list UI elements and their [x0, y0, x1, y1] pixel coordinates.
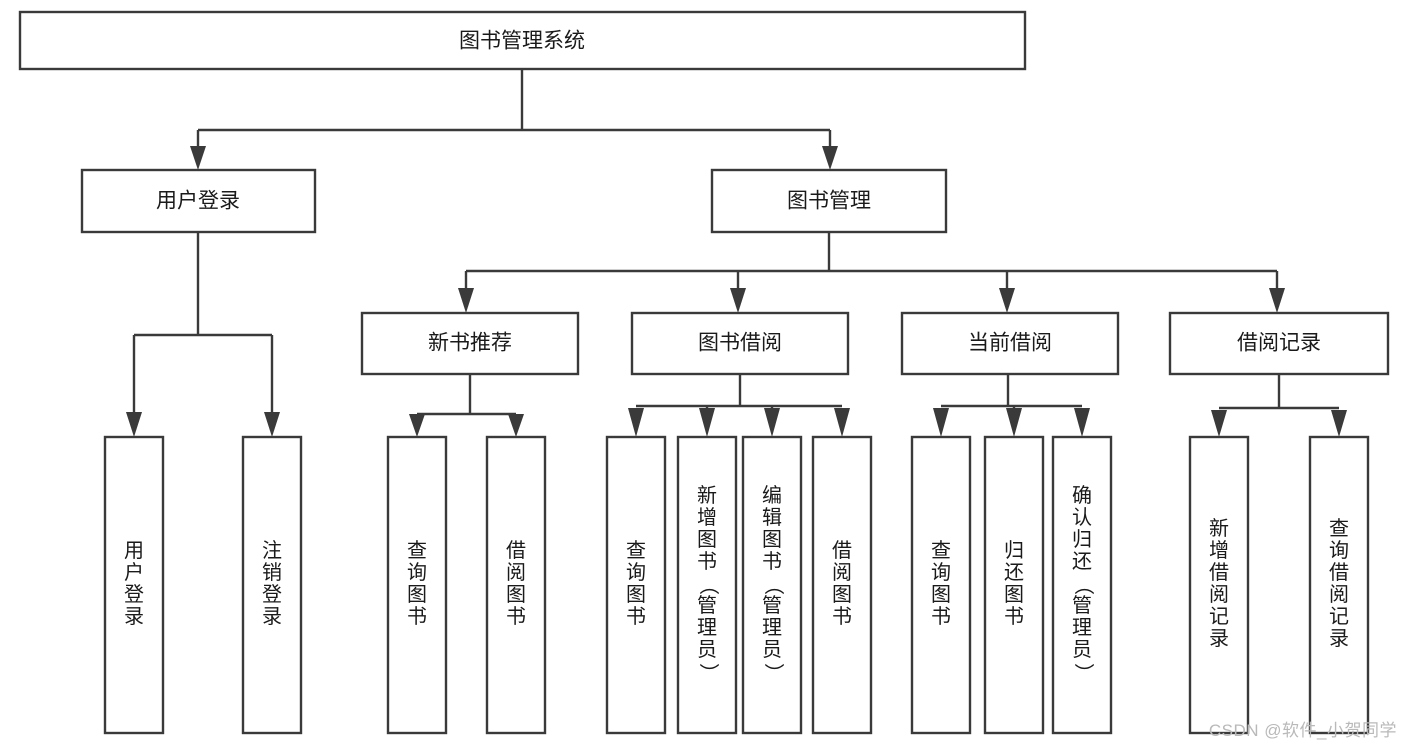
arrow-nbr-to-query-book: [409, 414, 425, 437]
arrow-ul-to-leaf-user-login: [126, 412, 142, 437]
node-label-book-borrow: 图书借阅: [698, 332, 782, 355]
node-label-borrow-record: 借阅记录: [1237, 332, 1321, 355]
arrow-bb-to-borrow-book: [834, 408, 850, 437]
node-box-leaf-current-query-book[interactable]: [910, 435, 972, 735]
arrow-nbr-to-borrow-book: [508, 414, 524, 437]
watermark-text: CSDN @软件_小贺同学: [1208, 721, 1397, 740]
node-box-leaf-borrow-query-book[interactable]: [605, 435, 667, 735]
node-box-leaf-record-add[interactable]: [1188, 435, 1250, 735]
arrow-bm-to-current-borrow: [999, 288, 1015, 313]
node-label-current-borrow: 当前借阅: [968, 332, 1052, 355]
arrow-root-to-user-login: [190, 146, 206, 170]
node-box-new-book-rec[interactable]: [360, 311, 580, 376]
arrow-bb-to-query-book: [628, 408, 644, 437]
node-box-leaf-current-confirm-return[interactable]: [1051, 435, 1113, 735]
arrow-bm-to-new-book-rec: [458, 288, 474, 313]
connector-group-new-book-rec: [409, 374, 524, 437]
node-box-root[interactable]: [18, 10, 1027, 71]
node-box-book-manage[interactable]: [710, 168, 948, 234]
leaf-box-group: [103, 435, 1370, 735]
connector-group-current-borrow: [933, 374, 1090, 437]
node-box-leaf-record-query[interactable]: [1308, 435, 1370, 735]
node-box-book-borrow[interactable]: [630, 311, 850, 376]
connector-group-user-login: [126, 232, 280, 437]
node-label-root: 图书管理系统: [459, 30, 585, 53]
arrow-bm-to-borrow-record: [1269, 288, 1285, 313]
arrow-br-to-query-record: [1331, 410, 1347, 437]
arrow-bb-to-edit-book: [764, 408, 780, 437]
arrow-root-to-book-manage: [822, 146, 838, 170]
arrow-bm-to-book-borrow: [730, 288, 746, 313]
connector-group-root: [190, 69, 838, 170]
node-box-leaf-user-logout[interactable]: [241, 435, 303, 735]
node-box-leaf-borrow-edit-book[interactable]: [741, 435, 803, 735]
node-box-leaf-borrow-borrow-book[interactable]: [811, 435, 873, 735]
arrow-cb-to-return-book: [1006, 408, 1022, 437]
arrow-cb-to-query-book: [933, 408, 949, 437]
node-box-leaf-borrow-add-book[interactable]: [676, 435, 738, 735]
node-box-current-borrow[interactable]: [900, 311, 1120, 376]
arrow-ul-to-leaf-user-logout: [264, 412, 280, 437]
node-box-borrow-record[interactable]: [1168, 311, 1390, 376]
arrow-br-to-add-record: [1211, 410, 1227, 437]
node-label-new-book-rec: 新书推荐: [428, 332, 512, 355]
node-label-book-manage: 图书管理: [787, 190, 871, 213]
connector-group-book-manage: [458, 232, 1285, 313]
arrow-cb-to-confirm-return: [1074, 408, 1090, 437]
connector-group-borrow-record: [1211, 374, 1347, 437]
node-label-user-login: 用户登录: [156, 190, 240, 213]
node-box-leaf-rec-query-book[interactable]: [386, 435, 448, 735]
node-box-leaf-user-login[interactable]: [103, 435, 165, 735]
arrow-bb-to-add-book: [699, 408, 715, 437]
connector-group-book-borrow: [628, 374, 850, 437]
node-box-user-login[interactable]: [80, 168, 317, 234]
node-box-leaf-current-return-book[interactable]: [983, 435, 1045, 735]
node-box-leaf-rec-borrow-book[interactable]: [485, 435, 547, 735]
